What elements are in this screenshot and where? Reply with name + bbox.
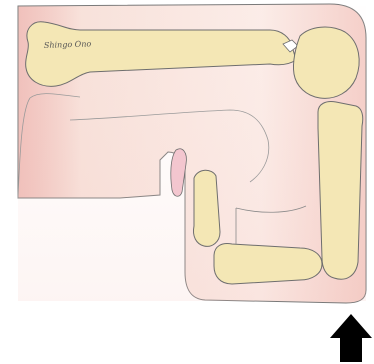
middle-phalanx-bone: [318, 101, 363, 279]
arrow-up-icon: [330, 314, 372, 362]
artist-signature: Shingo Ono: [44, 39, 92, 50]
tip-bone: [193, 170, 220, 246]
distal-phalanx-bone: [214, 244, 322, 285]
pip-joint-bone: [293, 27, 359, 98]
